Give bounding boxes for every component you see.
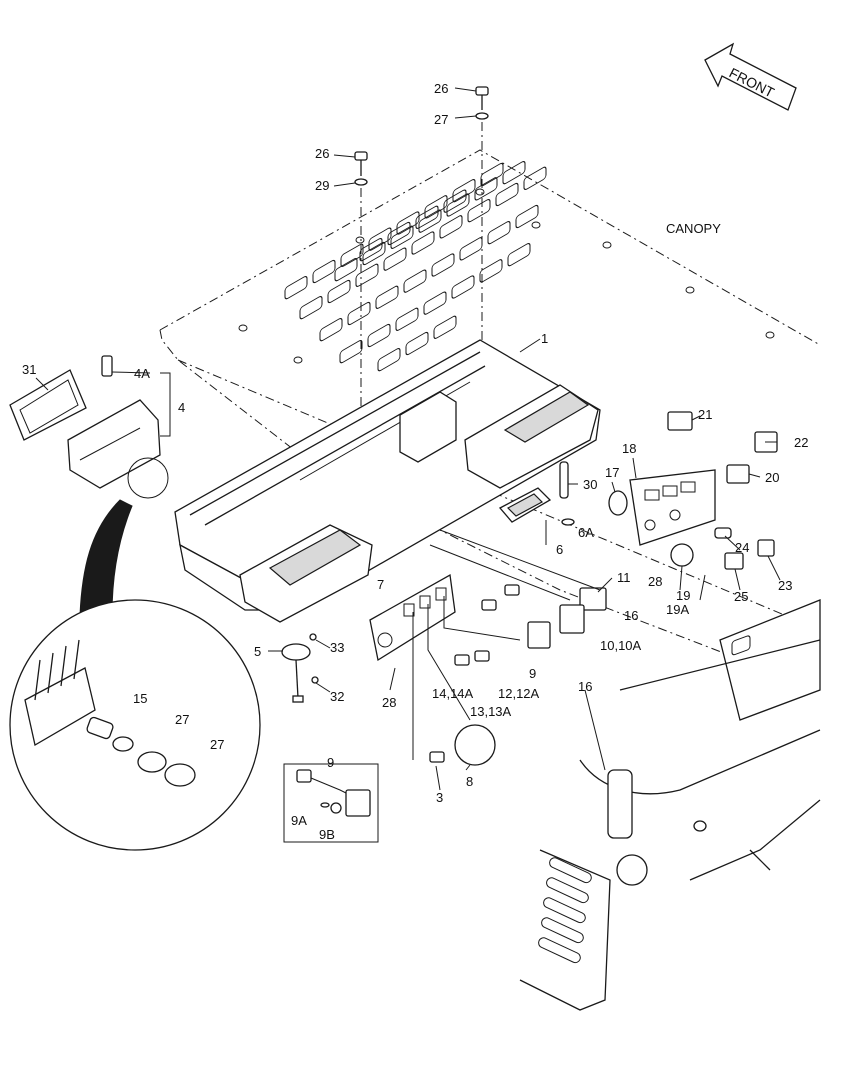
front-arrow: FRONT: [704, 42, 797, 111]
callout-7: 7: [377, 577, 384, 592]
callout-21: 21: [698, 407, 712, 422]
callout-29: 29: [315, 178, 329, 193]
callout-11: 11: [617, 570, 631, 585]
callout-18: 18: [622, 441, 636, 456]
callout-4a: 4A: [134, 366, 150, 381]
callout-14-14a: 14,14A: [432, 686, 474, 701]
callout-32: 32: [330, 689, 344, 704]
callout-17: 17: [605, 465, 619, 480]
magnified-detail: [9, 499, 261, 851]
callout-6: 6: [556, 542, 563, 557]
callout-3: 3: [436, 790, 443, 805]
callout-15: 15: [133, 691, 147, 706]
callout-13-13a: 13,13A: [470, 704, 512, 719]
callout-9a: 9A: [291, 813, 307, 828]
callout-6a: 6A: [578, 525, 594, 540]
callout-16-right: 16: [624, 608, 638, 623]
callout-20: 20: [765, 470, 779, 485]
callout-31: 31: [22, 362, 36, 377]
callout-10-10a: 10,10A: [600, 638, 642, 653]
callout-1: 1: [541, 331, 548, 346]
callout-27-top: 27: [434, 112, 448, 127]
detail-box-9: [283, 763, 379, 843]
right-switch-panel: [559, 411, 778, 570]
callout-12-12a: 12,12A: [498, 686, 540, 701]
callout-9: 9: [529, 666, 536, 681]
canopy-vent-grid: [284, 160, 547, 372]
callout-24: 24: [735, 540, 749, 555]
cab-frame: [519, 599, 821, 1011]
work-light-assembly: [9, 355, 169, 499]
callout-30: 30: [583, 477, 597, 492]
dome-light: [498, 487, 575, 526]
callout-26-top: 26: [434, 81, 448, 96]
callout-23: 23: [778, 578, 792, 593]
leader-lines: [35, 87, 781, 791]
callout-4: 4: [178, 400, 185, 415]
callout-9b: 9B: [319, 827, 335, 842]
callout-8: 8: [466, 774, 473, 789]
callout-22: 22: [794, 435, 808, 450]
console-housing: [174, 339, 601, 623]
left-switch-panel: [369, 529, 607, 766]
callout-25: 25: [734, 589, 748, 604]
callout-19a: 19A: [666, 602, 689, 617]
callout-27-right: 27: [210, 737, 224, 752]
callout-5: 5: [254, 644, 261, 659]
canopy-label: CANOPY: [666, 221, 721, 236]
callout-28-left: 28: [382, 695, 396, 710]
callout-9-detail: 9: [327, 755, 334, 770]
callout-27-mid: 27: [175, 712, 189, 727]
callout-16-lower: 16: [578, 679, 592, 694]
bolt-26-left: [354, 151, 368, 430]
callout-28-right: 28: [648, 574, 662, 589]
callout-labels: 26 27 26 29 1 31 4A 4 21 22 18 17 20 30 …: [22, 81, 808, 842]
part-5-connector: [281, 633, 319, 703]
callout-19: 19: [676, 588, 690, 603]
callout-33: 33: [330, 640, 344, 655]
callout-26-left: 26: [315, 146, 329, 161]
